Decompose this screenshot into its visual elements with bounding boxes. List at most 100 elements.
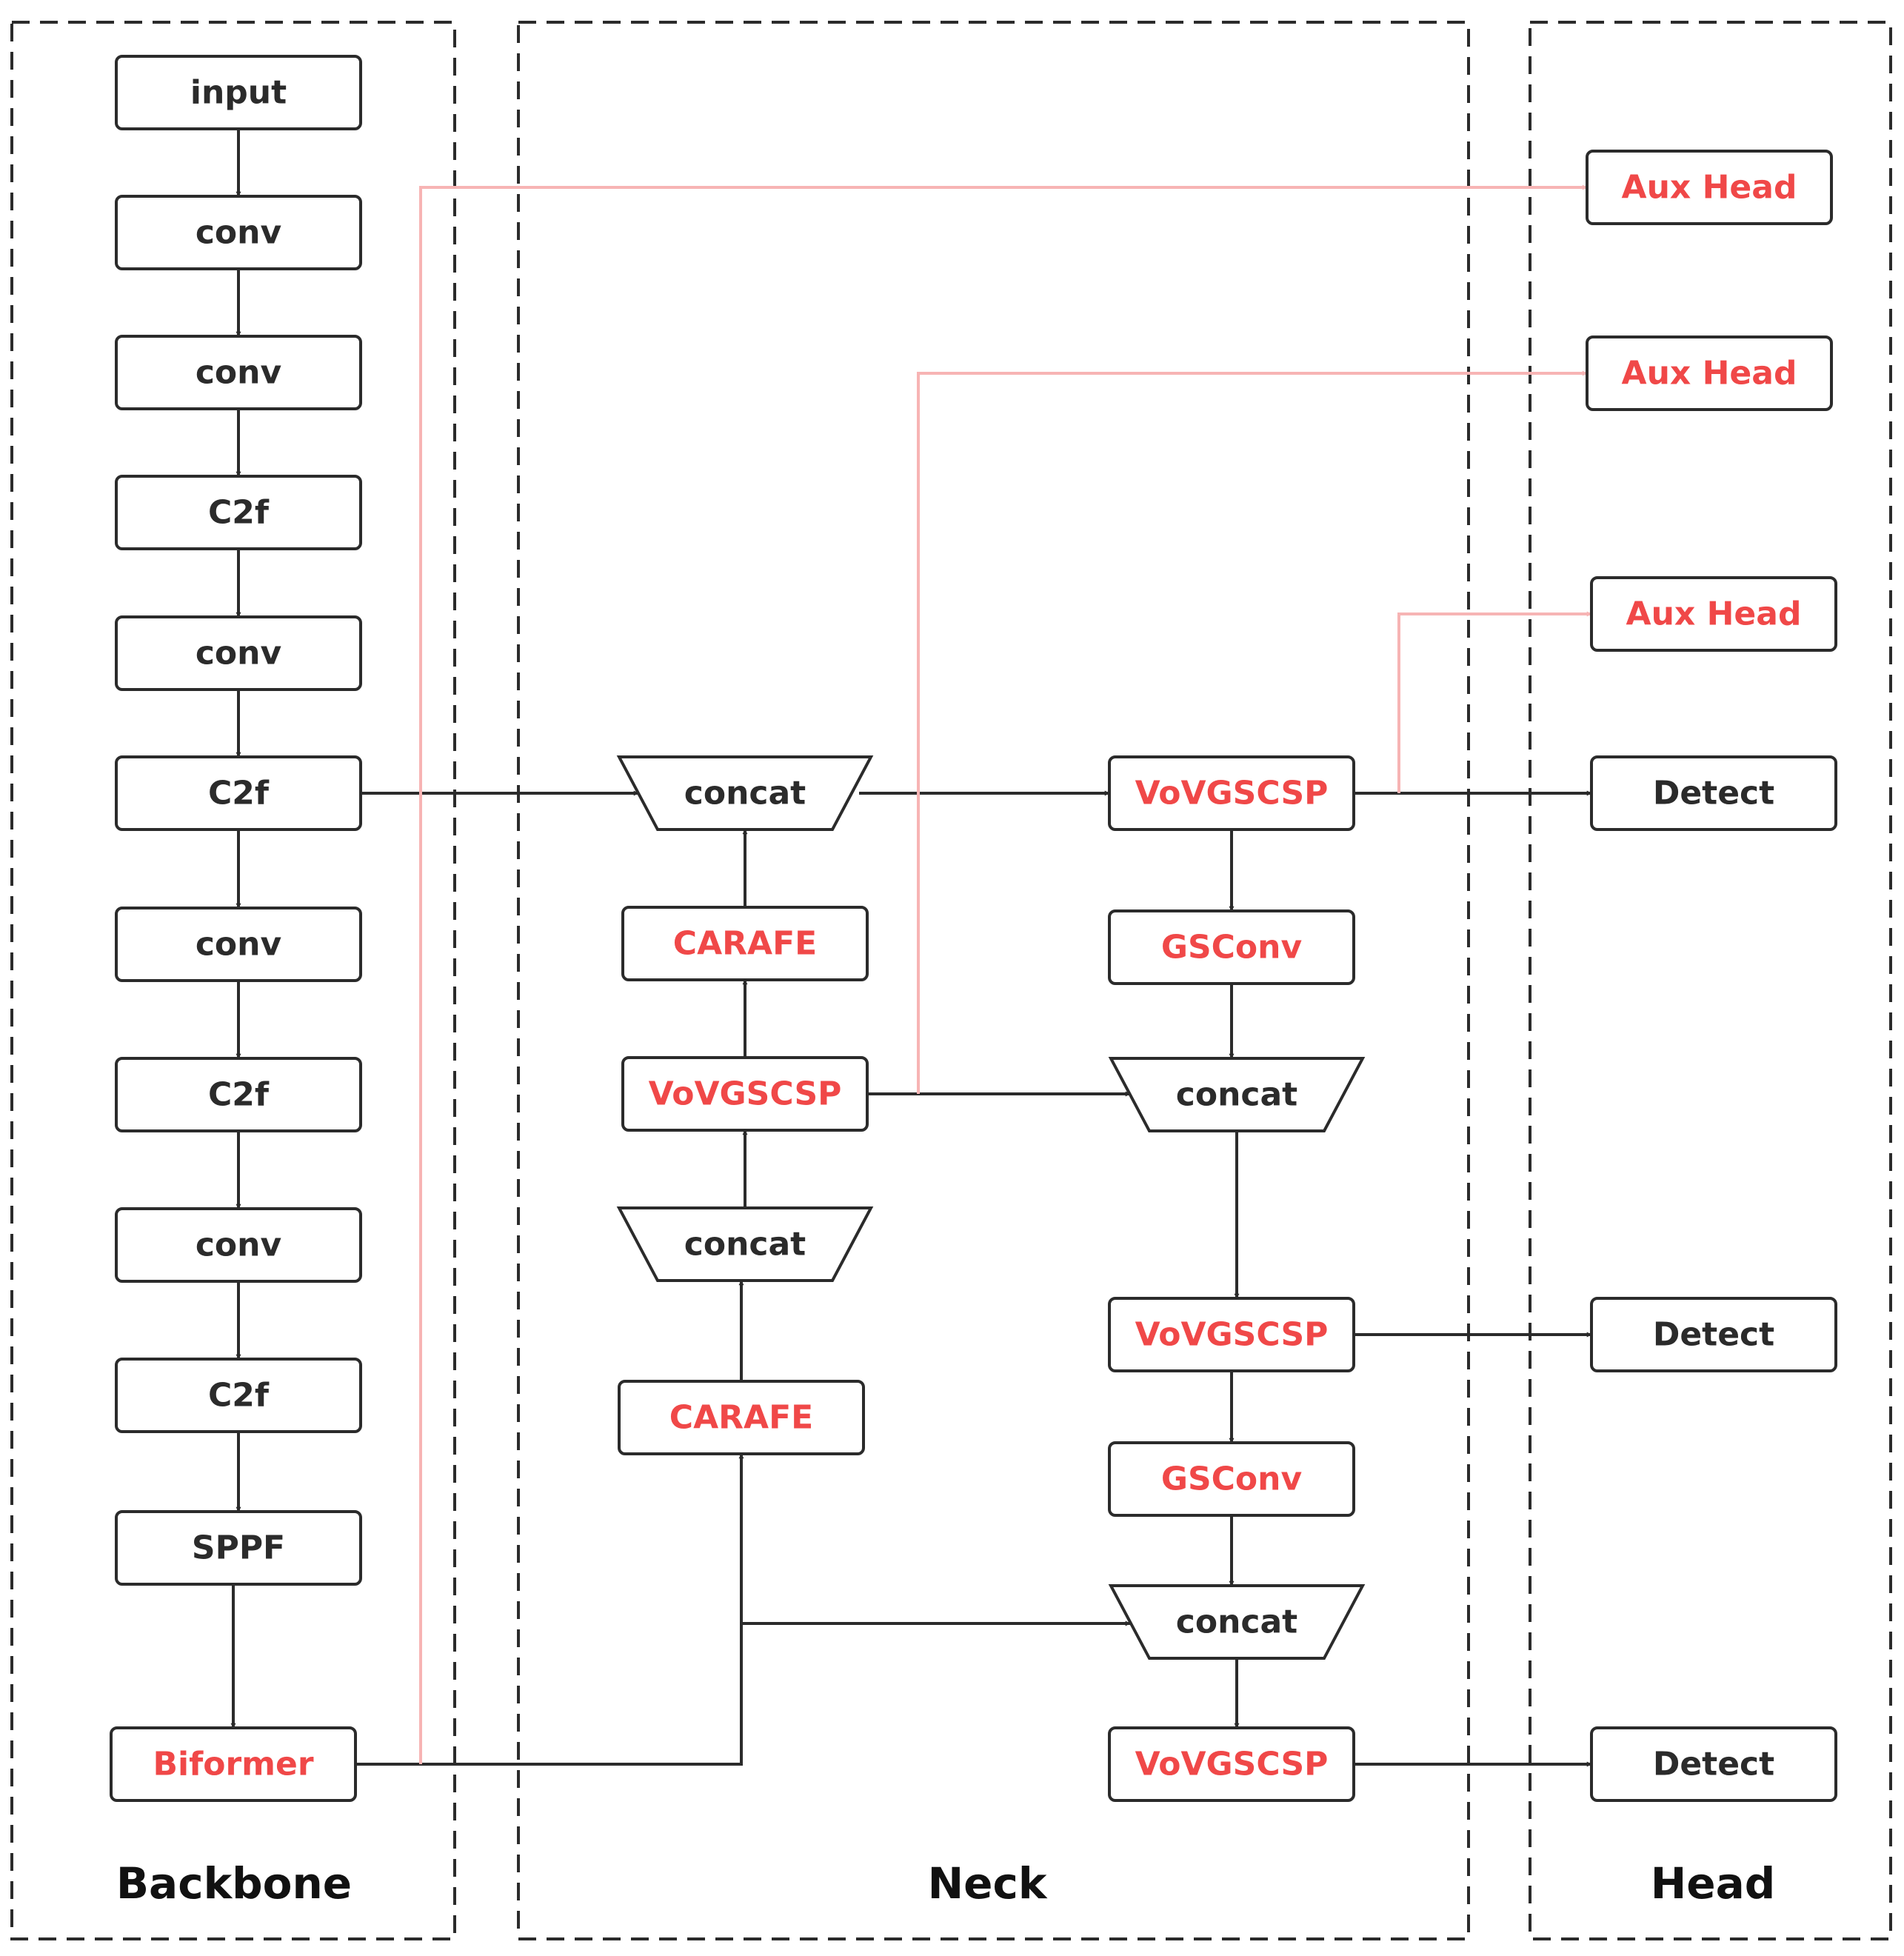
- node-label: C2f: [208, 775, 270, 812]
- node-shape: [115, 1358, 362, 1433]
- node-label: Aux Head: [1622, 169, 1797, 207]
- node-shape: [115, 1510, 362, 1586]
- node-label: VoVGSCSP: [1135, 1316, 1329, 1354]
- neck-title: Neck: [928, 1858, 1048, 1909]
- node-shape: [621, 906, 869, 981]
- node-shape: [115, 335, 362, 410]
- node-c2f3: C2f: [115, 1057, 362, 1132]
- node-label: CARAFE: [673, 925, 817, 963]
- node-shape: [1108, 755, 1355, 831]
- node-conv2: conv: [115, 335, 362, 410]
- node-label: Biformer: [153, 1746, 313, 1783]
- node-shape: [1590, 1297, 1837, 1372]
- node-shape: [115, 475, 362, 550]
- node-carafe2: CARAFE: [618, 1380, 865, 1455]
- head-section: [1529, 21, 1892, 1940]
- node-shape: [1590, 755, 1837, 831]
- node-conv4: conv: [115, 907, 362, 982]
- node-label: C2f: [208, 1377, 270, 1415]
- aux-edge-biformer-to-aux1: [419, 184, 1588, 1764]
- node-shape: [616, 755, 874, 831]
- node-conv5: conv: [115, 1207, 362, 1283]
- node-conv1: conv: [115, 195, 362, 270]
- node-gsconv2: GSConv: [1108, 1441, 1355, 1517]
- node-label: conv: [196, 1226, 282, 1264]
- node-shape: [1586, 150, 1833, 225]
- node-shape: [1108, 1441, 1355, 1517]
- aux-edge-vov_n1-to-aux2: [917, 370, 1588, 1094]
- node-label: C2f: [208, 494, 270, 532]
- node-shape: [110, 1726, 357, 1802]
- node-detect2: Detect: [1590, 1297, 1837, 1372]
- node-label: conv: [196, 214, 282, 252]
- edge-biformer-to-carafe2: [355, 1453, 744, 1766]
- node-concat-r2: concat: [1108, 1584, 1366, 1660]
- node-shape: [115, 195, 362, 270]
- node-label: Detect: [1653, 1746, 1774, 1783]
- edges-layer: [230, 129, 1592, 1767]
- node-detect3: Detect: [1590, 1726, 1837, 1802]
- node-shape: [115, 1207, 362, 1283]
- node-label: VoVGSCSP: [1135, 1746, 1329, 1783]
- node-input: input: [115, 55, 362, 130]
- node-label: GSConv: [1161, 1461, 1303, 1498]
- node-detect1: Detect: [1590, 755, 1837, 831]
- node-aux3: Aux Head: [1590, 576, 1837, 652]
- node-label: conv: [196, 354, 282, 392]
- node-sppf: SPPF: [115, 1510, 362, 1586]
- node-label: SPPF: [192, 1529, 285, 1567]
- node-vov-n1: VoVGSCSP: [621, 1056, 869, 1132]
- node-shape: [1108, 1297, 1355, 1372]
- node-label: Detect: [1653, 775, 1774, 812]
- node-label: C2f: [208, 1076, 270, 1114]
- node-biformer: Biformer: [110, 1726, 357, 1802]
- node-label: concat: [1176, 1603, 1297, 1641]
- node-vov-r1: VoVGSCSP: [1108, 755, 1355, 831]
- node-label: Detect: [1653, 1316, 1774, 1354]
- head-title: Head: [1651, 1858, 1776, 1909]
- backbone-section: [10, 21, 456, 1940]
- node-c2f1: C2f: [115, 475, 362, 550]
- node-label: VoVGSCSP: [649, 1075, 842, 1113]
- nodes-layer: inputconvconvC2fconvC2fconvC2fconvC2fSPP…: [110, 55, 1837, 1802]
- node-label: CARAFE: [669, 1399, 813, 1437]
- node-shape: [115, 1057, 362, 1132]
- node-shape: [115, 755, 362, 831]
- node-label: conv: [196, 635, 282, 672]
- node-shape: [1586, 336, 1833, 411]
- node-concat-n2: concat: [616, 1206, 874, 1282]
- node-label: input: [190, 74, 287, 112]
- node-label: conv: [196, 926, 282, 964]
- node-shape: [618, 1380, 865, 1455]
- node-shape: [1108, 1584, 1366, 1660]
- node-label: GSConv: [1161, 929, 1303, 967]
- node-shape: [115, 615, 362, 691]
- aux-edge-vov_r1-to-aux3: [1397, 611, 1592, 793]
- node-label: Aux Head: [1626, 595, 1802, 633]
- node-aux1: Aux Head: [1586, 150, 1833, 225]
- node-shape: [115, 907, 362, 982]
- node-shape: [621, 1056, 869, 1132]
- node-label: concat: [1176, 1076, 1297, 1114]
- node-vov-r2: VoVGSCSP: [1108, 1297, 1355, 1372]
- node-label: concat: [684, 775, 806, 812]
- node-c2f2: C2f: [115, 755, 362, 831]
- node-c2f4: C2f: [115, 1358, 362, 1433]
- node-shape: [1590, 576, 1837, 652]
- node-shape: [1108, 1726, 1355, 1802]
- node-carafe1: CARAFE: [621, 906, 869, 981]
- node-concat-n1: concat: [616, 755, 874, 831]
- backbone-title: Backbone: [116, 1858, 352, 1909]
- node-concat-r1: concat: [1108, 1057, 1366, 1132]
- node-conv3: conv: [115, 615, 362, 691]
- node-label: VoVGSCSP: [1135, 775, 1329, 812]
- node-shape: [616, 1206, 874, 1282]
- node-vov-r3: VoVGSCSP: [1108, 1726, 1355, 1802]
- node-shape: [1590, 1726, 1837, 1802]
- node-label: concat: [684, 1226, 806, 1264]
- node-shape: [1108, 1057, 1366, 1132]
- node-shape: [115, 55, 362, 130]
- node-gsconv1: GSConv: [1108, 909, 1355, 985]
- node-shape: [1108, 909, 1355, 985]
